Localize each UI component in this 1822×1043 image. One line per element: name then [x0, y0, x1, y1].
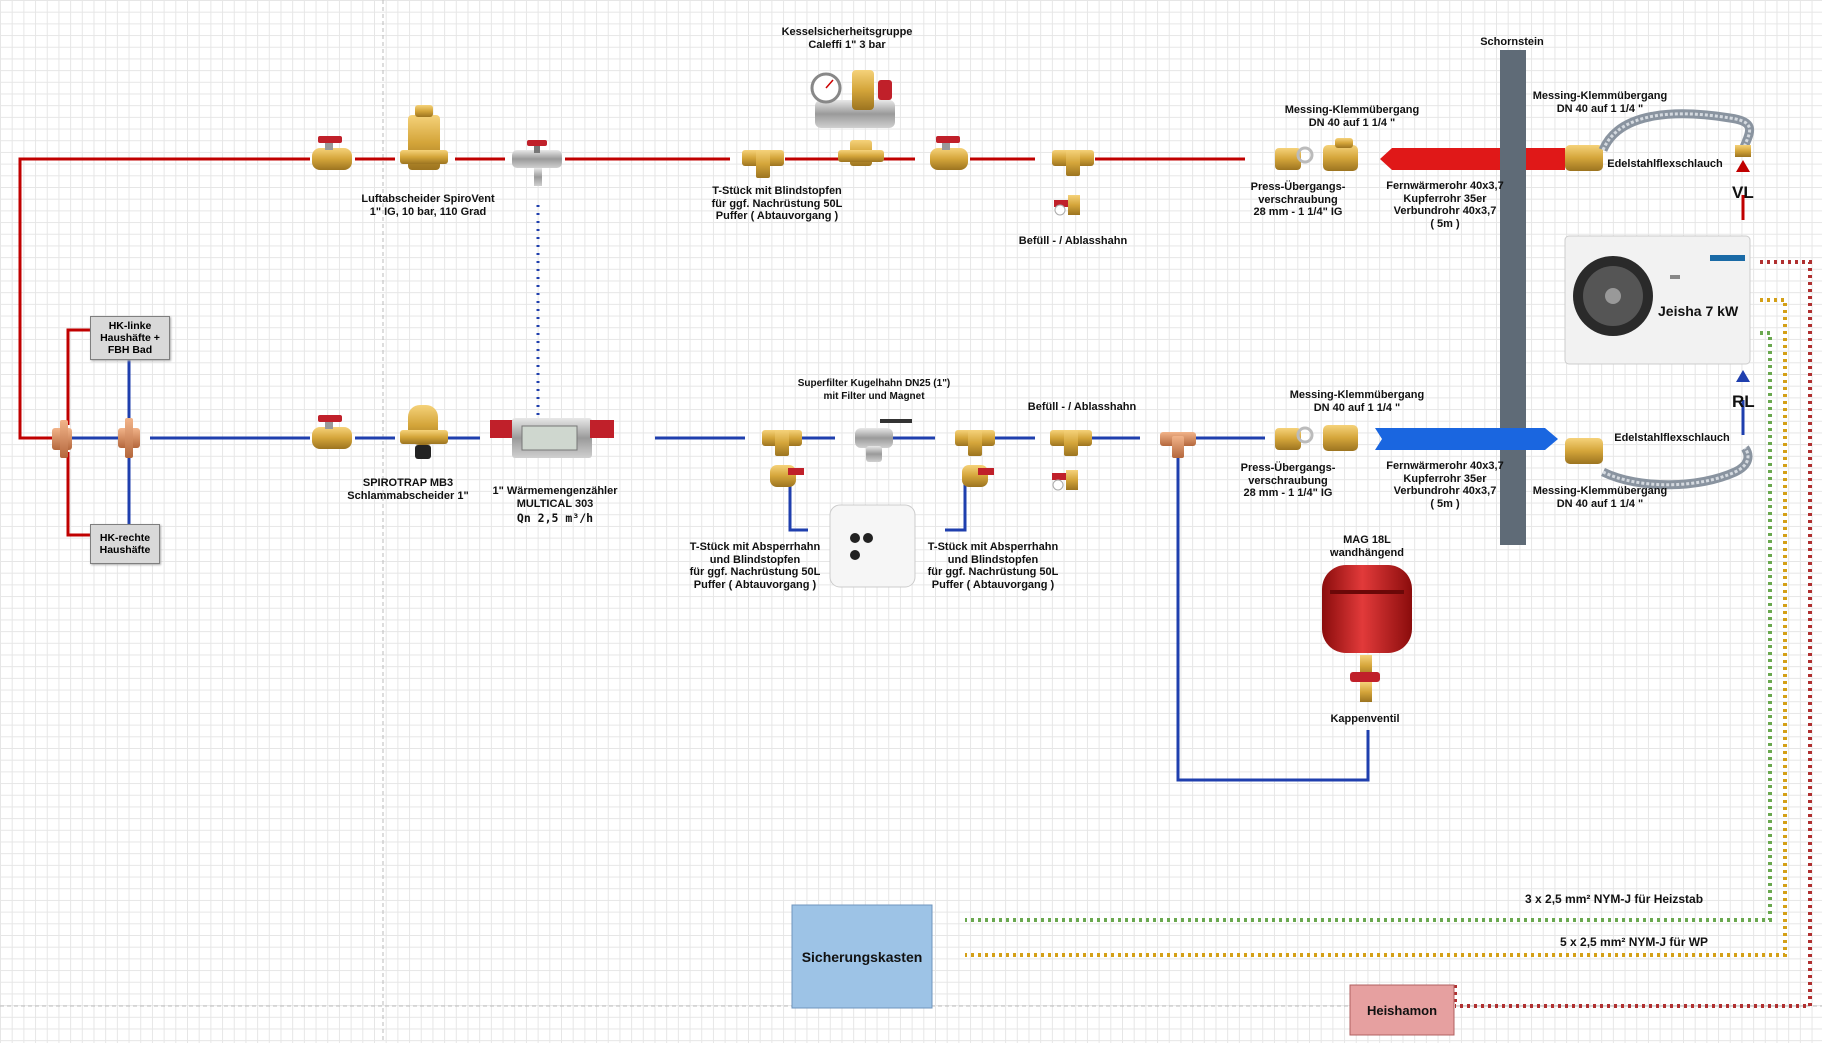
- label-vl: VL: [1732, 183, 1754, 202]
- expansion-vessel-mag: [1322, 565, 1412, 702]
- label-superfilter: Superfilter Kugelhahn DN25 (1") mit Filt…: [797, 378, 951, 402]
- ball-valve-supply-1: [312, 136, 352, 170]
- brass-clamp-coupling-bottom-right: [1565, 438, 1603, 464]
- return-distribution-tee: [118, 418, 140, 458]
- boiler-safety-group: [810, 70, 895, 166]
- superfilter-ball-valve: [855, 419, 912, 462]
- label-flex-hose-top: Edelstahlflexschlauch: [1607, 158, 1723, 170]
- flex-hose-bottom-highlight: [1602, 447, 1750, 487]
- label-boiler-safety-group: Kesselsicherheitsgruppe Caleffi 1" 3 bar: [781, 26, 913, 51]
- supply-distribution-tee: [52, 420, 72, 458]
- label-tee-top: T-Stück mit Blindstopfen für ggf. Nachrü…: [711, 185, 843, 222]
- ball-valve-supply-2: [930, 136, 968, 170]
- ball-valve-return-1: [312, 415, 352, 449]
- dirt-separator-spirotrap: [400, 405, 448, 459]
- tee-with-valve-left: [762, 430, 804, 487]
- label-cap-valve: Kappenventil: [1330, 713, 1400, 725]
- label-brass-clamp-bottom-right: Messing-Klemmübergang DN 40 auf 1 1/4 ": [1532, 485, 1668, 510]
- fill-tee-top: [1052, 150, 1094, 176]
- district-heat-pipe-supply: [1380, 148, 1565, 170]
- label-tee-valve-left: T-Stück mit Absperrhahn und Blindstopfen…: [689, 541, 821, 591]
- sicherungskasten-box: Sicherungskasten: [801, 948, 923, 965]
- label-brass-clamp-bottom-left: Messing-Klemmübergang DN 40 auf 1 1/4 ": [1289, 389, 1425, 414]
- brass-clamp-coupling-top-right: [1565, 145, 1603, 171]
- return-pipe: [150, 400, 1745, 782]
- label-heat-pump: Jeisha 7 kW: [1658, 303, 1739, 319]
- brass-clamp-coupling-top-left: [1323, 138, 1358, 171]
- cable-orange: [965, 298, 1787, 957]
- chimney: [1500, 50, 1526, 545]
- brass-clamp-coupling-bottom-left: [1323, 425, 1358, 451]
- label-rl: RL: [1732, 392, 1755, 411]
- label-spirotrap: SPIROTRAP MB3 Schlammabscheider 1": [347, 477, 469, 502]
- fill-drain-valve-top: [1054, 195, 1080, 216]
- label-press-top: Press-Übergangs- verschraubung 28 mm - 1…: [1250, 181, 1346, 218]
- heishamon-box: Heishamon: [1366, 1002, 1438, 1018]
- label-mag: MAG 18L wandhängend: [1330, 534, 1404, 559]
- label-air-separator: Luftabscheider SpiroVent 1" IG, 10 bar, …: [361, 193, 495, 218]
- fill-drain-valve-bottom: [1052, 470, 1078, 491]
- label-brass-clamp-top-right: Messing-Klemmübergang DN 40 auf 1 1/4 ": [1532, 90, 1668, 115]
- press-fitting-top: [1275, 146, 1314, 170]
- top-ball-valve-steel: [512, 140, 562, 186]
- label-flex-hose-bottom: Edelstahlflexschlauch: [1614, 432, 1730, 444]
- flex-hose-top-nut: [1735, 145, 1751, 157]
- sicherungskasten-box-shape: [791, 904, 933, 1009]
- district-heat-pipe-return: [1375, 428, 1558, 450]
- label-press-bottom: Press-Übergangs- verschraubung 28 mm - 1…: [1240, 462, 1336, 499]
- heishamon-box-shape: [1349, 984, 1455, 1036]
- label-cable-heizstab: 3 x 2,5 mm² NYM-J für Heizstab: [1525, 892, 1704, 906]
- hk-right-box: HK-rechte Haushäfte: [90, 524, 160, 564]
- supply-pipe: [18, 157, 1745, 537]
- heat-pump-unit: [1564, 235, 1751, 365]
- label-brass-clamp-top-left: Messing-Klemmübergang DN 40 auf 1 1/4 ": [1284, 104, 1420, 129]
- fill-tee-bottom: [1050, 430, 1092, 456]
- label-tee-valve-right: T-Stück mit Absperrhahn und Blindstopfen…: [927, 541, 1059, 591]
- flex-hose-top-highlight: [1601, 112, 1752, 151]
- press-fitting-bottom: [1275, 426, 1314, 450]
- buffer-tank: [829, 504, 916, 588]
- label-cable-wp: 5 x 2,5 mm² NYM-J für WP: [1560, 935, 1709, 949]
- label-heat-meter: 1" Wärmemengenzähler MULTICAL 303: [492, 485, 618, 510]
- vl-arrow-icon: [1736, 160, 1750, 172]
- air-separator-spirovent: [400, 105, 448, 170]
- rl-arrow-icon: [1736, 370, 1750, 382]
- label-heat-meter-qn: Qn 2,5 m³/h: [516, 511, 594, 525]
- copper-tee-mag: [1160, 432, 1196, 458]
- flex-hose-bottom: [1601, 445, 1753, 490]
- flex-hose-top: [1598, 109, 1755, 153]
- hk-left-box: HK-linke Haushäfte + FBH Bad: [90, 316, 170, 360]
- heat-meter-multical: [490, 418, 614, 458]
- tee-fitting-top: [742, 150, 784, 178]
- label-district-heat-top: Fernwärmerohr 40x3,7 Kupferrohr 35er Ver…: [1386, 180, 1504, 230]
- label-fill-drain-bottom: Befüll - / Ablasshahn: [1027, 401, 1137, 413]
- cable-red: [1455, 260, 1812, 1008]
- tee-with-valve-right: [955, 430, 995, 487]
- label-district-heat-bottom: Fernwärmerohr 40x3,7 Kupferrohr 35er Ver…: [1386, 460, 1504, 510]
- cable-green: [965, 331, 1772, 922]
- label-fill-drain-top: Befüll - / Ablasshahn: [1018, 235, 1128, 247]
- label-chimney: Schornstein: [1480, 36, 1544, 48]
